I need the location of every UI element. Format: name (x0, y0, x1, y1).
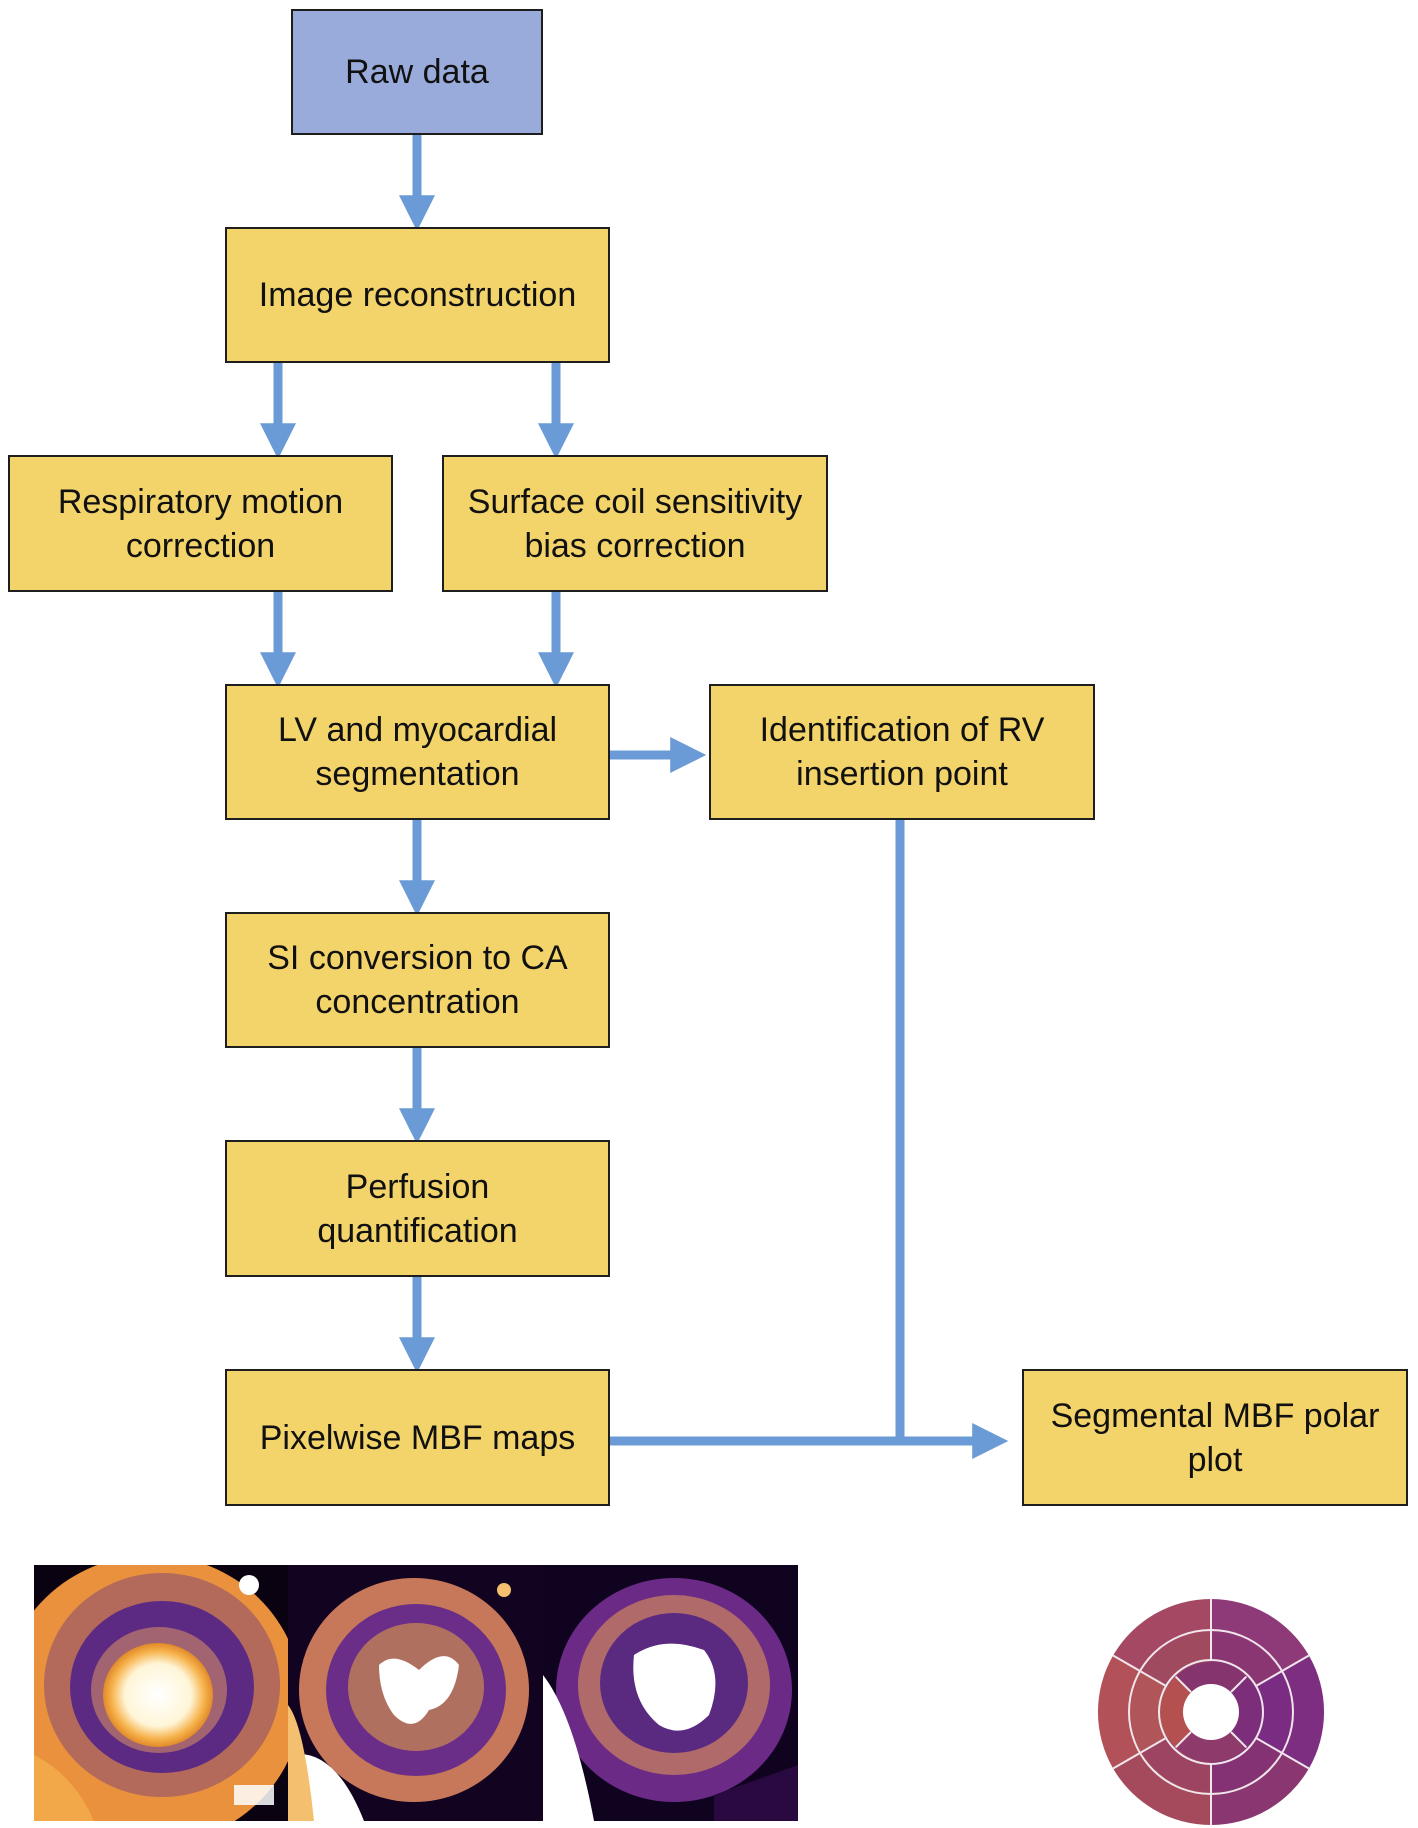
polar-plot-box: Segmental MBF polar plot (1022, 1369, 1408, 1506)
polar-plot-label-line1: Segmental MBF polar (1050, 1396, 1380, 1435)
respiratory-motion-box: Respiratory motion correction (8, 455, 393, 592)
perfusion-quantification-label-line2: quantification (317, 1211, 518, 1250)
mbf-map-images (34, 1565, 798, 1821)
lv-segmentation-box: LV and myocardial segmentation (225, 684, 610, 820)
polar-plot-figure (1097, 1599, 1325, 1825)
surface-coil-label-line2: bias correction (524, 526, 746, 565)
si-conversion-box: SI conversion to CA concentration (225, 912, 610, 1048)
respiratory-motion-label-line1: Respiratory motion (57, 482, 344, 521)
respiratory-motion-label-line2: correction (125, 526, 276, 565)
mbf-map-panel-1 (34, 1565, 288, 1821)
perfusion-quantification-box: Perfusion quantification (225, 1140, 610, 1277)
rv-insertion-label-line2: insertion point (796, 755, 1008, 793)
rv-insertion-box: Identification of RV insertion point (709, 684, 1095, 820)
mbf-maps-label: Pixelwise MBF maps (259, 1418, 576, 1457)
lv-segmentation-label-line1: LV and myocardial (277, 711, 558, 749)
si-conversion-label-line2: concentration (315, 983, 520, 1021)
mbf-map-panel-2 (288, 1565, 543, 1821)
polar-plot-label-line2: plot (1187, 1440, 1243, 1479)
mbf-map-panel-3 (543, 1565, 798, 1821)
mbf-maps-box: Pixelwise MBF maps (225, 1369, 610, 1506)
raw-data-box: Raw data (291, 9, 543, 135)
image-reconstruction-box: Image reconstruction (225, 227, 610, 363)
perfusion-quantification-label-line1: Perfusion (345, 1167, 490, 1206)
rv-insertion-label-line1: Identification of RV (759, 711, 1045, 749)
polar-plot-center-hole (1183, 1684, 1239, 1740)
image-reconstruction-label: Image reconstruction (258, 276, 577, 314)
surface-coil-box: Surface coil sensitivity bias correction (442, 455, 828, 592)
polar-plot-dividers (1112, 1599, 1310, 1825)
surface-coil-label-line1: Surface coil sensitivity (467, 482, 803, 521)
si-conversion-label-line1: SI conversion to CA (267, 939, 568, 977)
lv-segmentation-label-line2: segmentation (315, 755, 520, 793)
raw-data-label: Raw data (345, 53, 489, 91)
